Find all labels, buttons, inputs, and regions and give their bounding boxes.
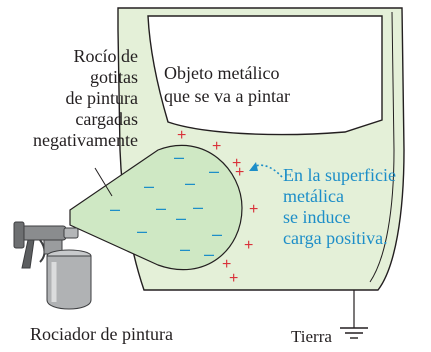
ground-symbol-icon: [340, 327, 368, 339]
negative-charge: –: [212, 224, 223, 244]
door-edge-line: [369, 11, 395, 283]
positive-charge: +: [222, 256, 232, 273]
negative-charge: –: [180, 239, 191, 259]
positive-charge: +: [249, 201, 259, 218]
positive-charge: +: [244, 237, 254, 254]
negative-charge: –: [204, 244, 215, 264]
car-door-window: [147, 15, 383, 136]
negative-charge: –: [176, 208, 187, 228]
paint-spray-cloud: [69, 144, 243, 271]
negative-charge: –: [209, 161, 220, 181]
dotted-arrow-head: [249, 162, 258, 171]
metal-object-label: Objeto metálico que se va a pintar: [164, 63, 290, 106]
spray-droplets-label: Rocío de gotitas de pintura cargadas neg…: [33, 46, 138, 150]
negative-charge: –: [185, 173, 196, 193]
negative-charge: –: [193, 197, 204, 217]
ground-label: Tierra: [291, 327, 332, 346]
positive-charge: +: [177, 127, 187, 144]
negative-charge: –: [110, 199, 121, 219]
positive-charge: +: [229, 270, 239, 287]
negative-charge: –: [137, 221, 148, 241]
sprayer-label: Rociador de pintura: [30, 324, 173, 344]
positive-charge: +: [212, 138, 222, 155]
negative-charge: –: [156, 198, 167, 218]
induced-charge-label: En la superficie metálica se induce carg…: [283, 165, 396, 248]
negative-charge: –: [174, 147, 185, 167]
positive-charge: +: [232, 155, 242, 172]
negative-charge: –: [144, 176, 155, 196]
droplet-label-leader: [94, 167, 113, 197]
positive-charge: +: [235, 164, 245, 181]
spray-gun-icon: [13, 221, 92, 310]
